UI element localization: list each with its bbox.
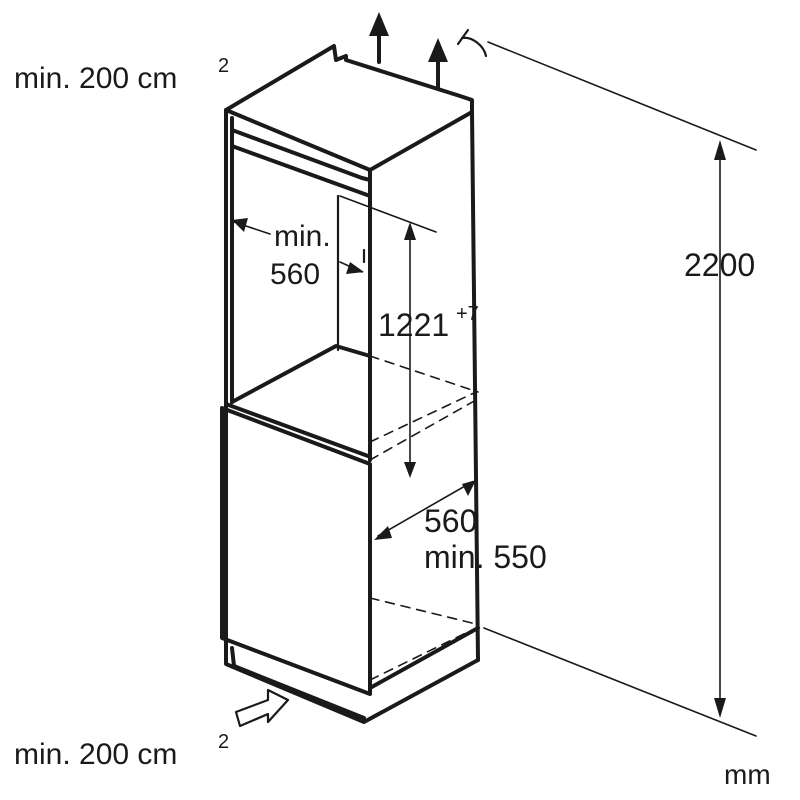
height-total-label: 2200: [684, 247, 755, 283]
niche-height-superscript: +7: [456, 303, 479, 325]
niche-height-dimension: [339, 195, 437, 478]
unit-label: mm: [724, 759, 771, 790]
appliance-body: [220, 355, 479, 696]
notch-icon: [456, 28, 488, 58]
depth-label-line2: min. 550: [424, 539, 547, 575]
niche-height-label: 1221: [378, 307, 449, 343]
vent-top-superscript: 2: [218, 55, 229, 77]
vent-bottom-superscript: 2: [218, 731, 229, 753]
width-label-line1: min.: [274, 220, 331, 253]
vent-top-label: min. 200 cm: [14, 62, 177, 95]
depth-label-line1: 560: [424, 503, 477, 539]
depth-dimension: [374, 480, 476, 540]
vent-bottom-label: min. 200 cm: [14, 738, 177, 771]
right-arrow-icon: [234, 688, 290, 728]
up-arrow-icon: [428, 38, 448, 90]
width-dimension: [232, 218, 364, 274]
up-arrow-icon: [369, 12, 389, 64]
height-dimension: [483, 41, 757, 737]
width-label-line2: 560: [270, 258, 320, 291]
cabinet-outline: [224, 44, 480, 724]
